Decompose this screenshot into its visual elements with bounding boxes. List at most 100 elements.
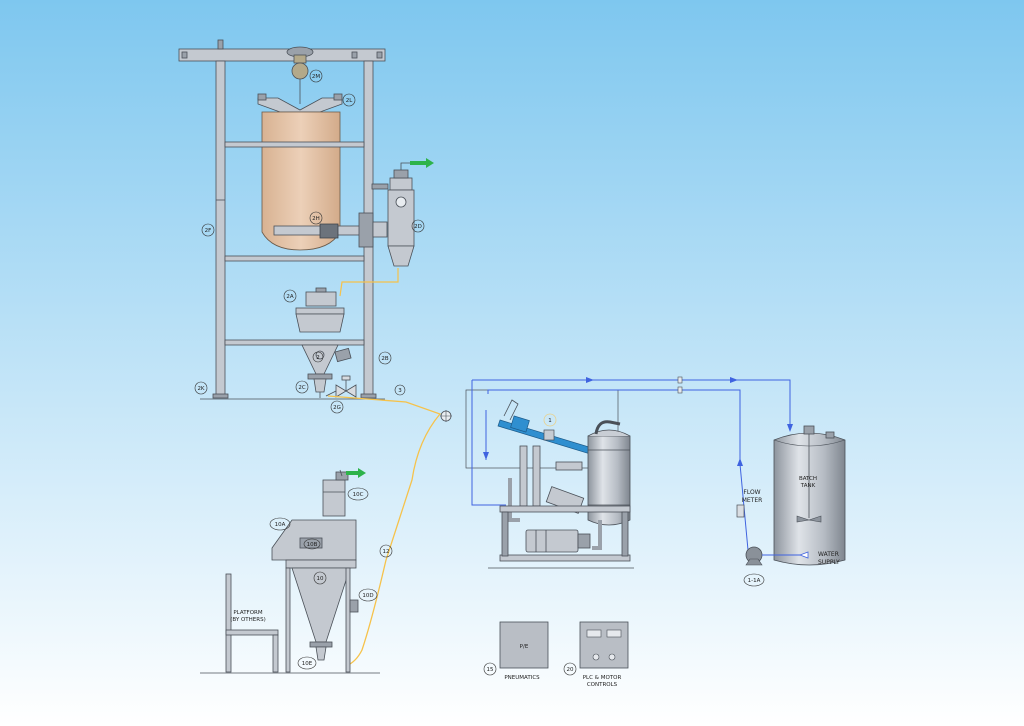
receiver-leg-right bbox=[345, 567, 351, 673]
hanger-hook-right bbox=[333, 93, 343, 101]
platform-label-1: PLATFORM bbox=[233, 610, 263, 616]
bulk-bag-unloader bbox=[178, 39, 434, 400]
tank-outlet-pipe bbox=[592, 520, 602, 550]
eductor-skid: 1 bbox=[465, 376, 793, 569]
svg-text:1: 1 bbox=[548, 418, 552, 424]
beam-end-right bbox=[376, 51, 383, 59]
water-line-top bbox=[472, 379, 791, 430]
svg-text:METER: METER bbox=[742, 497, 763, 504]
svg-text:2L: 2L bbox=[346, 98, 353, 104]
pump-head bbox=[577, 533, 591, 549]
tag-10B: 10B bbox=[303, 538, 321, 550]
column-cap bbox=[217, 39, 224, 50]
tag-12: 12 bbox=[379, 544, 393, 558]
level-sensor bbox=[349, 599, 359, 613]
skid-base bbox=[499, 554, 631, 562]
agitator-blade bbox=[796, 515, 822, 523]
svg-text:10D: 10D bbox=[362, 593, 373, 599]
svg-text:2D: 2D bbox=[414, 224, 422, 230]
platform-deck bbox=[225, 629, 279, 636]
svg-text:10: 10 bbox=[317, 576, 324, 582]
discharge-hopper bbox=[295, 287, 352, 398]
tag-10C: 10C bbox=[347, 487, 369, 501]
flow-arrowhead-3 bbox=[787, 424, 793, 432]
foot-left bbox=[212, 393, 229, 399]
skid-rail-upper bbox=[499, 505, 631, 513]
massage-actuator bbox=[319, 223, 339, 239]
svg-text:3: 3 bbox=[398, 388, 402, 394]
batch-tank-label-1: BATCH bbox=[799, 476, 817, 482]
hose-coupling bbox=[440, 410, 452, 422]
flow-arrowhead-4 bbox=[483, 452, 489, 460]
svg-text:10B: 10B bbox=[307, 542, 318, 548]
pump-icon bbox=[745, 546, 763, 566]
receiver-leg-left bbox=[285, 567, 291, 673]
tank-nozzle-2 bbox=[825, 431, 835, 439]
hoist bbox=[286, 46, 314, 104]
pneumatics-panel: P/E bbox=[499, 621, 549, 669]
tag-2A: 2A bbox=[283, 289, 297, 303]
flow-arrowhead-1 bbox=[586, 377, 594, 383]
tag-2D: 2D bbox=[411, 219, 425, 233]
tag-2C: 2C bbox=[295, 380, 309, 394]
eductor-flange bbox=[543, 429, 555, 441]
knob-left bbox=[592, 653, 600, 661]
svg-text:2A: 2A bbox=[286, 294, 293, 300]
crossbar-lower bbox=[224, 339, 365, 346]
tag-10D: 10D bbox=[358, 588, 378, 602]
tag-10: 10 bbox=[313, 571, 327, 585]
svg-text:2B: 2B bbox=[381, 356, 388, 362]
tag-2: 2 bbox=[312, 351, 324, 363]
tag-1-1A: 1-1A bbox=[743, 573, 765, 587]
tag-2L: 2L bbox=[342, 93, 356, 107]
water-supply-label-2: SUPPLY bbox=[818, 559, 840, 566]
flow-meter: FLOW METER bbox=[736, 489, 763, 518]
receiver-flange bbox=[285, 559, 357, 569]
display-right bbox=[606, 629, 622, 638]
skid-leg-1 bbox=[501, 511, 509, 557]
tag-2M: 2M bbox=[309, 69, 323, 83]
svg-text:2F: 2F bbox=[205, 228, 212, 234]
tag-2K: 2K bbox=[194, 381, 208, 395]
svg-text:1-1A: 1-1A bbox=[748, 578, 761, 584]
beam-slot bbox=[351, 51, 358, 59]
dust-return-tube bbox=[339, 268, 399, 297]
dust-collector bbox=[371, 162, 415, 267]
knob-right bbox=[608, 653, 616, 661]
tag-10A: 10A bbox=[269, 517, 291, 531]
mix-tank bbox=[587, 420, 631, 526]
tag-15: 15 bbox=[483, 662, 497, 676]
hanger-hook-left bbox=[257, 93, 267, 101]
receiver-window bbox=[299, 537, 323, 549]
tag-2G: 2G bbox=[330, 400, 344, 414]
platform-post bbox=[225, 573, 232, 673]
pipe-loop bbox=[508, 478, 520, 522]
svg-text:2H: 2H bbox=[312, 216, 320, 222]
batch-tank-label-2: TANK bbox=[800, 483, 816, 489]
crossbar-upper bbox=[224, 141, 365, 148]
water-supply-arrow bbox=[798, 551, 809, 559]
vent-arrow-dust-collector bbox=[410, 158, 434, 168]
vent-arrow-receiver bbox=[346, 468, 366, 478]
tank-nozzle bbox=[803, 425, 815, 435]
beam-end-left bbox=[181, 51, 188, 59]
skid-post-2 bbox=[532, 445, 541, 507]
eductor-inlet bbox=[503, 399, 519, 421]
valve-pipe bbox=[325, 390, 337, 397]
plc-motor-controls-panel bbox=[579, 621, 629, 669]
platform-label-2: (BY OTHERS) bbox=[230, 617, 265, 623]
svg-text:12: 12 bbox=[383, 549, 390, 555]
display-left bbox=[586, 629, 602, 638]
tag-2F: 2F bbox=[201, 223, 215, 237]
receiver-hopper: PLATFORM (BY OTHERS) bbox=[200, 468, 380, 674]
svg-text:10E: 10E bbox=[302, 661, 313, 667]
valve-block bbox=[555, 461, 583, 471]
foot-right bbox=[360, 393, 377, 399]
svg-text:15: 15 bbox=[487, 667, 494, 673]
water-line-second bbox=[487, 389, 749, 551]
top-beam bbox=[178, 48, 386, 62]
conveying-hose bbox=[327, 395, 442, 667]
crossbar-middle bbox=[224, 255, 365, 262]
receiver-filter bbox=[322, 479, 346, 517]
